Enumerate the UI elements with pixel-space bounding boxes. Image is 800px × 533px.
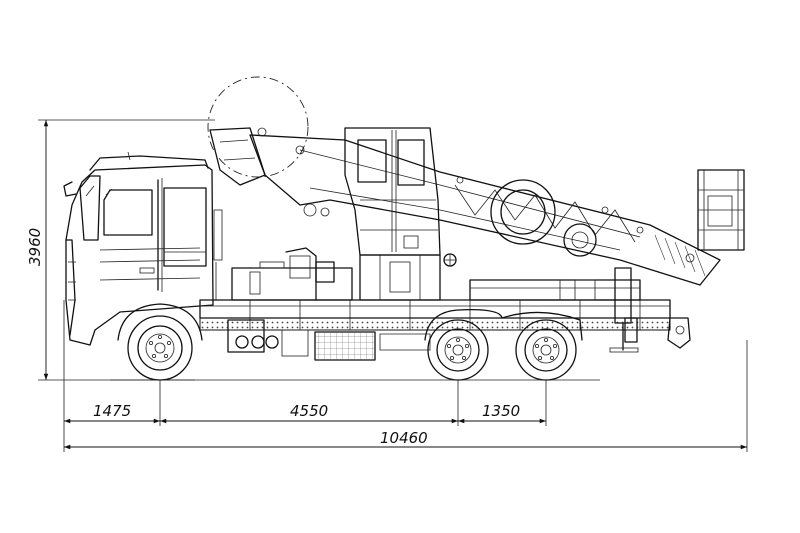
overall-length-dimension-label: 10460 (380, 429, 428, 447)
bucket-swing-arc (207, 76, 309, 178)
rear-work-platform (624, 169, 745, 349)
rear-wheel-1 (427, 319, 489, 381)
crane-boom (209, 127, 721, 353)
height-dimension-label: 3960 (26, 228, 44, 266)
rear-axle-spacing-dimension-label: 1350 (482, 402, 520, 420)
truck-cab (63, 151, 223, 346)
front-wheel (117, 303, 203, 381)
dimension-lines (38, 119, 748, 452)
front-overhang-dimension-label: 1475 (93, 402, 131, 420)
rear-fender (424, 309, 583, 341)
operator-cabin (344, 127, 441, 256)
rear-wheel-2 (515, 319, 577, 381)
upper-machinery (231, 247, 641, 301)
wheelbase-dimension-label: 4550 (290, 402, 328, 420)
